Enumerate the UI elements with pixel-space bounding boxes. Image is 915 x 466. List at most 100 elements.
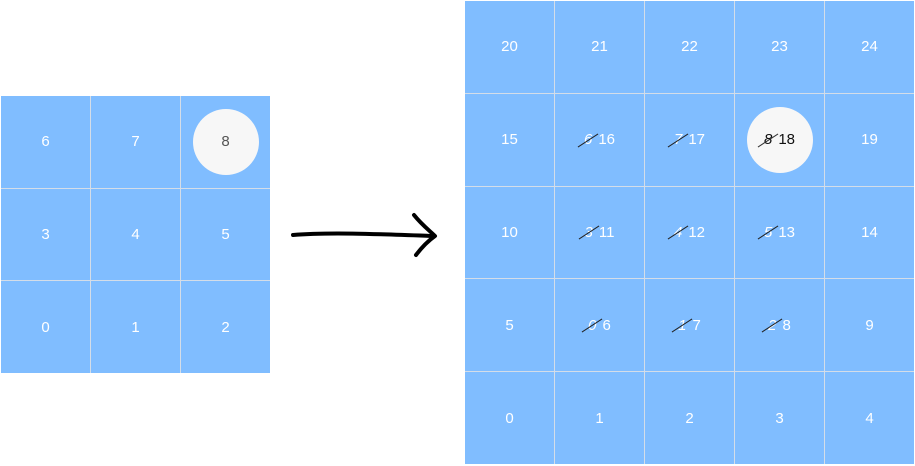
- grid-cell: 4: [825, 372, 914, 464]
- old-index-label: 0: [588, 316, 597, 334]
- new-index-label: 11: [598, 223, 615, 241]
- cell-index-label: 4: [131, 225, 140, 243]
- grid-cell: 22: [645, 1, 734, 93]
- cell-index-label: 22: [681, 38, 698, 56]
- grid-cell: 6: [1, 96, 90, 188]
- grid-cell: 21: [555, 1, 644, 93]
- old-index: 3: [578, 223, 599, 241]
- old-index: 0: [581, 316, 603, 334]
- cell-index-label: 10: [501, 223, 518, 241]
- cell-index-label: 5: [221, 225, 230, 243]
- old-index-label: 5: [763, 223, 773, 241]
- cell-index-label: 3: [41, 225, 50, 243]
- old-index-label: 7: [673, 131, 683, 149]
- cell-index-label: 1: [131, 318, 140, 336]
- old-index-label: 3: [584, 223, 593, 241]
- cell-index-label: 0: [41, 318, 50, 336]
- grid-cell: 24: [825, 1, 914, 93]
- grid-cell: 8: [181, 96, 270, 188]
- grid-cell: 3 11: [555, 186, 644, 279]
- cell-index-label: 4: [865, 409, 874, 427]
- cell-index-pair: 5 13: [757, 223, 796, 241]
- cell-index-label: 5: [505, 316, 514, 334]
- grid-cell: 6 16: [555, 93, 644, 186]
- cell-index-label: 6: [41, 133, 50, 151]
- grid-cell: 4: [91, 188, 180, 281]
- grid-cell: 20: [465, 1, 554, 93]
- new-index-label: 6: [602, 316, 611, 334]
- grid-cell: 0: [1, 281, 90, 373]
- highlight-disc: [746, 106, 813, 173]
- grid-cell: 14: [825, 186, 914, 279]
- cell-index-label: 24: [861, 38, 878, 56]
- old-index: 1: [671, 316, 693, 334]
- cell-index-label: 0: [505, 409, 514, 427]
- cell-index-pair: 3 11: [578, 223, 615, 241]
- grid-cell: 15: [465, 93, 554, 186]
- old-index-label: 1: [678, 316, 687, 334]
- grid-cell: 1: [555, 372, 644, 464]
- cell-index-pair: 7 17: [667, 131, 706, 149]
- grid-cell: 7 17: [645, 93, 734, 186]
- new-index-label: 18: [778, 131, 796, 149]
- cell-index-label: 19: [861, 131, 878, 149]
- grid-cell: 1: [91, 281, 180, 373]
- grid-cell: 9: [825, 279, 914, 372]
- new-index-label: 7: [692, 316, 701, 334]
- new-index-label: 16: [598, 131, 616, 149]
- grid-cell: 4 12: [645, 186, 734, 279]
- cell-index-label: 2: [685, 409, 694, 427]
- cell-index-label: 21: [591, 38, 608, 56]
- grid-cell: 3: [735, 372, 824, 464]
- grid-cell: 5: [181, 188, 270, 281]
- cell-index-label: 14: [861, 223, 878, 241]
- grid-cell: 19: [825, 93, 914, 186]
- cell-index-label: 1: [595, 409, 604, 427]
- cell-index-pair: 4 12: [667, 223, 706, 241]
- old-index: 8: [757, 131, 779, 149]
- arrow-right-icon: [291, 213, 437, 257]
- old-index-label: 4: [673, 223, 683, 241]
- old-index-label: 2: [768, 316, 777, 334]
- old-index: 2: [761, 316, 783, 334]
- cell-index-label: 15: [501, 131, 518, 149]
- grid-cell: 2: [645, 372, 734, 464]
- old-index-label: 6: [583, 131, 593, 149]
- cell-index-label: 7: [131, 133, 140, 151]
- old-index: 6: [577, 131, 599, 149]
- cell-index-label: 8: [221, 133, 230, 151]
- grid-cell: 8 18: [735, 93, 824, 186]
- grid-cell: 3: [1, 188, 90, 281]
- old-index: 7: [667, 131, 689, 149]
- cell-index-label: 2: [221, 318, 230, 336]
- old-index-label: 8: [763, 131, 773, 149]
- highlight-disc: [192, 108, 259, 175]
- new-index-label: 17: [688, 131, 706, 149]
- new-index-label: 8: [782, 316, 791, 334]
- cell-index-pair: 6 16: [577, 131, 616, 149]
- grid-cell: 7: [91, 96, 180, 188]
- old-index: 5: [757, 223, 779, 241]
- small-grid: 6 7 8 3 4 5 0 1 2: [1, 96, 270, 373]
- new-index-label: 12: [688, 223, 706, 241]
- grid-cell: 0: [465, 372, 554, 464]
- cell-index-label: 9: [865, 316, 874, 334]
- old-index: 4: [667, 223, 689, 241]
- cell-index-pair: 8 18: [757, 131, 796, 149]
- cell-index-label: 23: [771, 38, 788, 56]
- grid-cell: 23: [735, 1, 824, 93]
- cell-index-label: 3: [775, 409, 784, 427]
- grid-cell: 5 13: [735, 186, 824, 279]
- grid-cell: 2: [181, 281, 270, 373]
- new-index-label: 13: [778, 223, 796, 241]
- cell-index-label: 20: [501, 38, 518, 56]
- grid-cell: 5: [465, 279, 554, 372]
- grid-cell: 10: [465, 186, 554, 279]
